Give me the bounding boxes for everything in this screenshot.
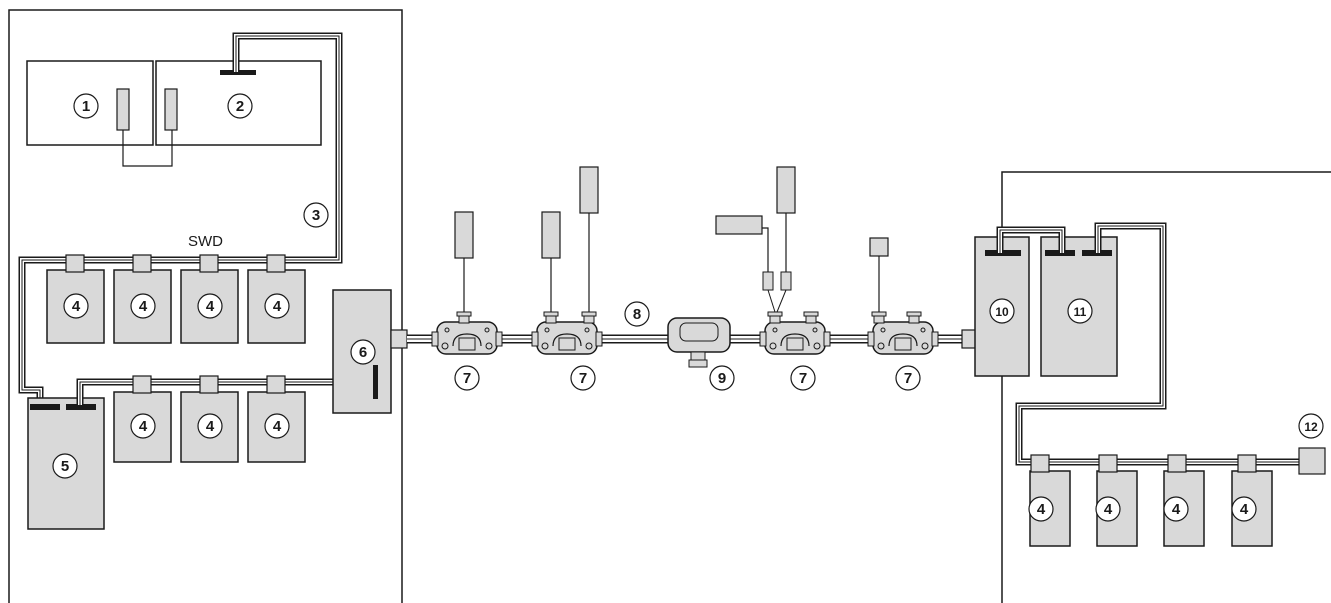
callout-7: 7 — [904, 370, 912, 387]
swd-device-row-upper: 4 4 4 4 — [46, 254, 306, 344]
callout-4: 4 — [206, 418, 215, 435]
field-coupler-2: 7 — [531, 166, 603, 391]
callout-3: 3 — [312, 207, 320, 224]
right-cabinet: 10 11 4 4 4 4 — [974, 171, 1331, 603]
callout-9: 9 — [718, 370, 726, 387]
swd-device-row-remote: 4 4 4 4 — [1028, 454, 1273, 547]
callout-4: 4 — [72, 298, 81, 315]
callout-4: 4 — [139, 418, 148, 435]
callout-2: 2 — [236, 98, 244, 115]
callout-6: 6 — [359, 344, 367, 361]
callout-4: 4 — [1104, 501, 1113, 518]
callout-5: 5 — [61, 458, 69, 475]
callout-4: 4 — [1240, 501, 1249, 518]
callout-4: 4 — [206, 298, 215, 315]
swd-device-row-lower: 4 4 4 — [113, 375, 306, 463]
bus-terminator-plug — [1298, 447, 1326, 475]
field-coupler-1: 7 — [431, 211, 503, 391]
left-cabinet: 1 2 3 SWD 4 4 4 — [8, 9, 403, 603]
callout-1: 1 — [82, 98, 90, 115]
swd-bus-label: SWD — [188, 233, 223, 250]
callout-11: 11 — [1074, 305, 1087, 319]
callout-4: 4 — [1037, 501, 1046, 518]
callout-10: 10 — [995, 305, 1009, 319]
callout-4: 4 — [139, 298, 148, 315]
callout-4: 4 — [273, 298, 282, 315]
callout-7: 7 — [799, 370, 807, 387]
callout-4: 4 — [1172, 501, 1181, 518]
bus-termination-module: 9 — [667, 317, 735, 391]
callout-7: 7 — [579, 370, 587, 387]
callout-12: 12 — [1304, 420, 1318, 434]
field-coupler-4: 7 — [867, 237, 939, 391]
callout-7: 7 — [463, 370, 471, 387]
callout-4: 4 — [273, 418, 282, 435]
field-coupler-3: 7 — [715, 166, 831, 391]
callout-8: 8 — [633, 306, 641, 323]
